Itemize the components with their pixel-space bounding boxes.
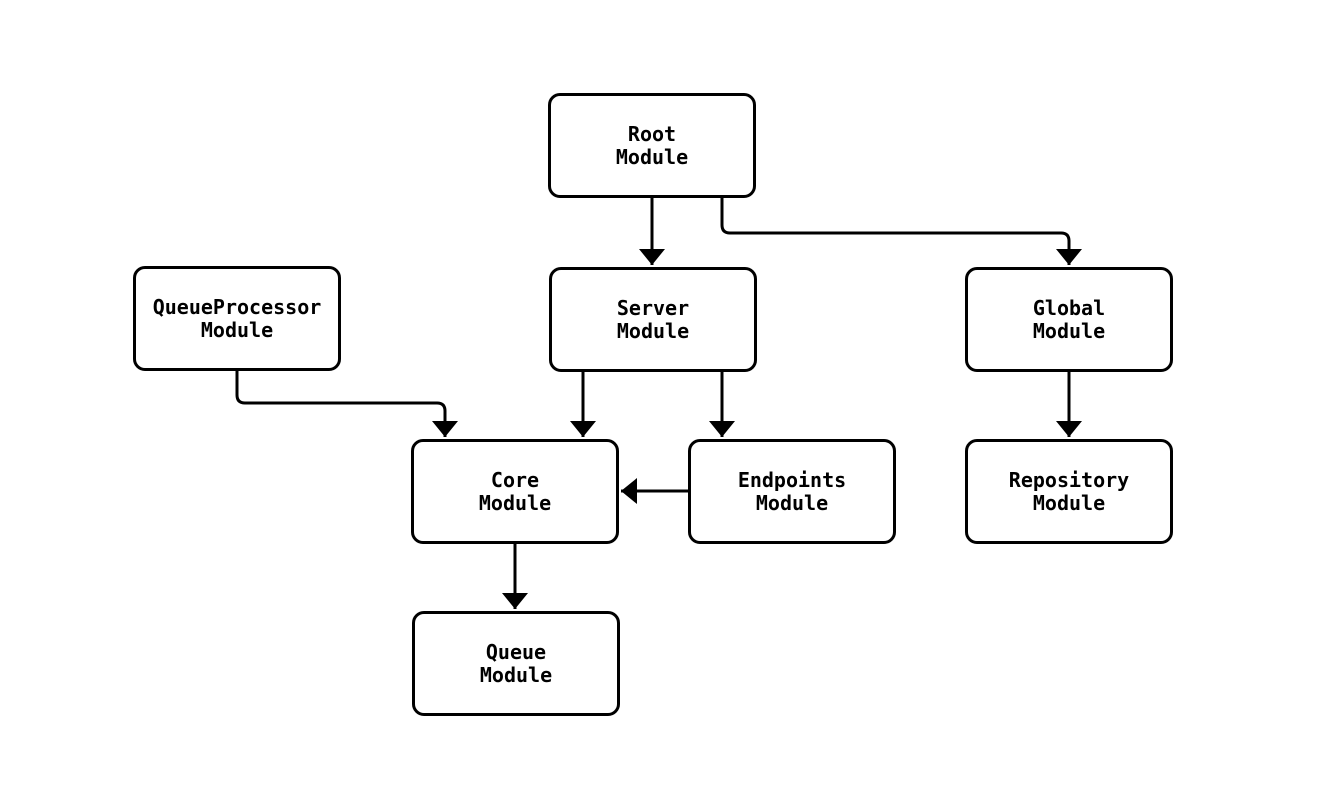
node-root-module: Root Module xyxy=(548,93,756,198)
node-endpoints-module-label: Endpoints Module xyxy=(737,467,847,515)
node-global-module-label: Global Module xyxy=(1032,295,1106,343)
node-global-module: Global Module xyxy=(965,267,1173,372)
node-queue-module: Queue Module xyxy=(412,611,620,716)
node-queueprocessor-module: QueueProcessor Module xyxy=(133,266,341,371)
edge-queueprocessor-to-core xyxy=(235,371,458,437)
node-root-module-label: Root Module xyxy=(615,121,689,169)
node-queueprocessor-module-label: QueueProcessor Module xyxy=(152,294,322,342)
edge-root-to-global xyxy=(720,198,1082,265)
node-core-module: Core Module xyxy=(411,439,619,544)
node-repository-module-label: Repository Module xyxy=(1008,467,1130,515)
node-repository-module: Repository Module xyxy=(965,439,1173,544)
node-endpoints-module: Endpoints Module xyxy=(688,439,896,544)
node-server-module: Server Module xyxy=(549,267,757,372)
node-queue-module-label: Queue Module xyxy=(479,639,553,687)
node-server-module-label: Server Module xyxy=(616,295,690,343)
node-core-module-label: Core Module xyxy=(478,467,552,515)
